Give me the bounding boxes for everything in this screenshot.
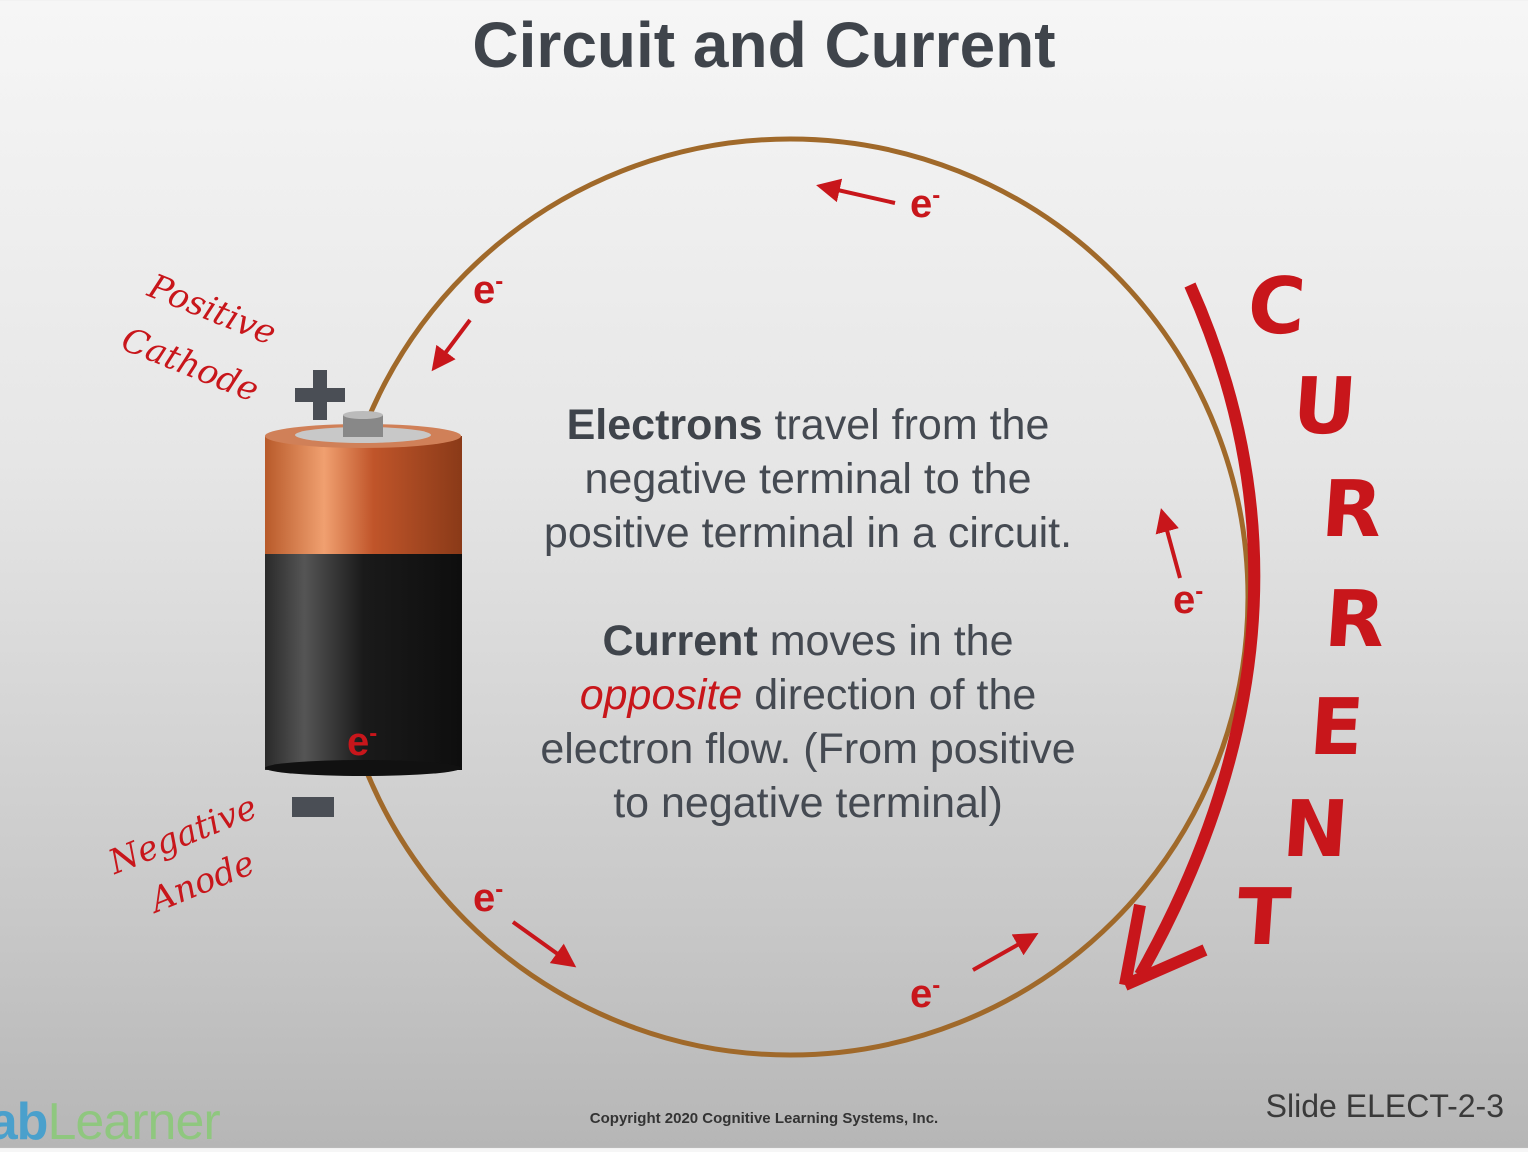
plus-sign-v [313, 370, 327, 420]
paragraph-current: Current moves in the opposite direction … [540, 617, 1076, 827]
electron-label: e- [473, 268, 504, 312]
current-arrow [1134, 282, 1261, 978]
lablearner-logo: LabLearner [0, 1093, 221, 1151]
current-letter: E [1306, 683, 1367, 773]
slide-title: Circuit and Current [472, 9, 1056, 81]
copyright: Copyright 2020 Cognitive Learning System… [589, 1110, 939, 1127]
paragraph-electrons: Electrons travel from the negative termi… [543, 401, 1073, 557]
current-arrowhead [1119, 903, 1208, 991]
electron-label: e- [910, 972, 941, 1016]
slide-id: Slide ELECT-2-3 [1265, 1088, 1504, 1124]
current-letter: R [1321, 575, 1389, 665]
current-letter: U [1289, 362, 1360, 452]
current-letter: R [1318, 465, 1386, 555]
electron-label: e- [347, 720, 378, 764]
electron-label: e- [473, 876, 504, 920]
electron-label: e- [910, 182, 941, 226]
current-letter: N [1279, 785, 1352, 875]
current-letter: T [1233, 873, 1294, 963]
minus-sign [292, 797, 334, 817]
circuit-wire [329, 136, 1251, 1058]
electron-arrows [431, 178, 1182, 972]
electron-label: e- [1173, 578, 1204, 622]
current-letter: C [1244, 262, 1309, 352]
battery [265, 411, 462, 776]
